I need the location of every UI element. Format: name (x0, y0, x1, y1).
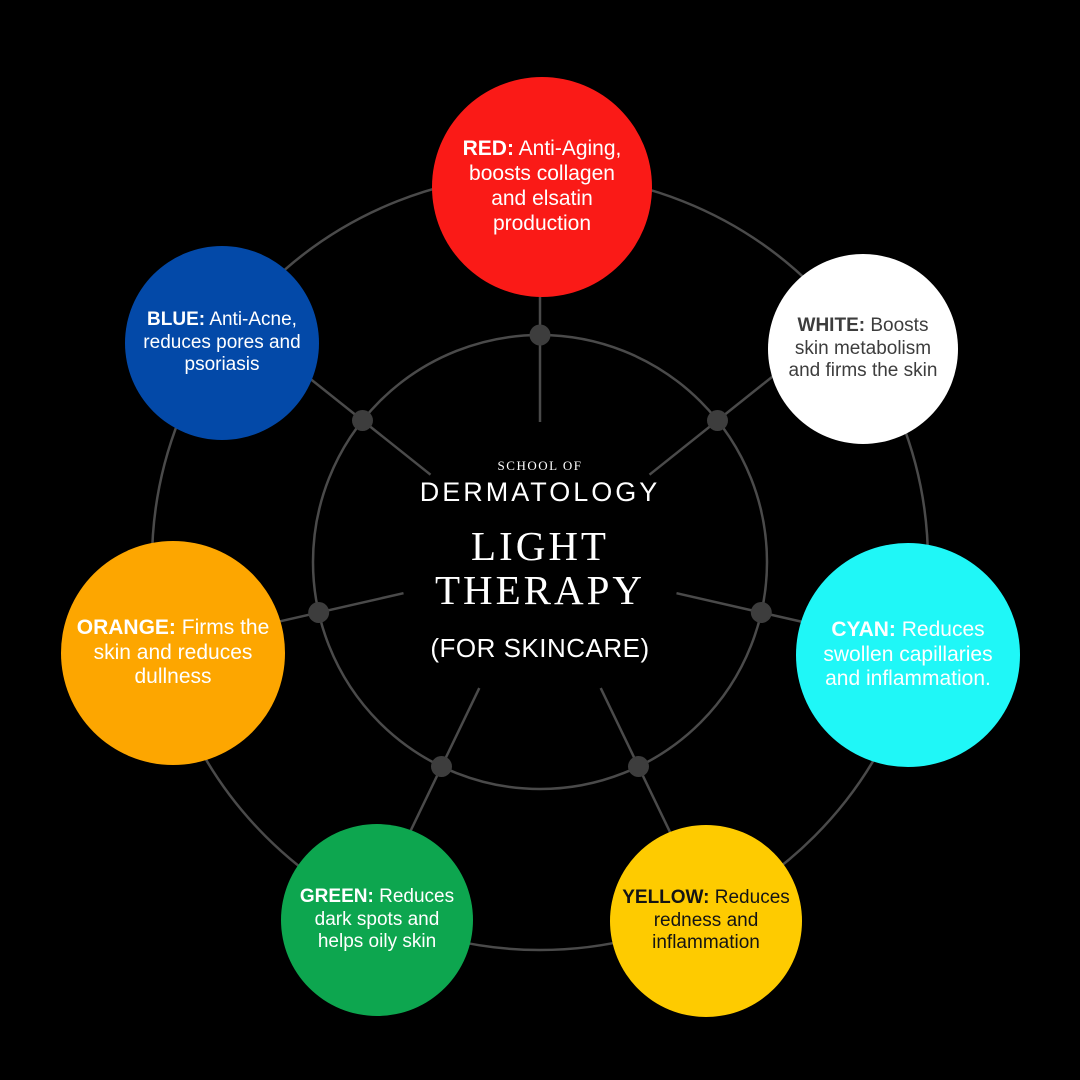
node-dot-white (707, 410, 728, 431)
circle-cyan-description: Reduces swollen capillaries and inflamma… (823, 617, 993, 691)
node-dot-yellow (628, 756, 649, 777)
circle-red-description: Anti-Aging, boosts collagen and elsatin … (469, 137, 622, 235)
circle-white-description: Boosts skin metabolism and firms the ski… (788, 315, 938, 382)
circle-orange-description: Firms the skin and reduces dullness (93, 615, 270, 689)
circle-yellow-description: Reduces redness and inflammation (652, 887, 790, 954)
circle-cyan-text: CYAN: Reduces swollen capillaries and in… (809, 618, 1007, 692)
circle-red-text: RED: Anti-Aging, boosts collagen and els… (453, 137, 631, 236)
diagram-title: LIGHT THERAPY (434, 523, 646, 614)
node-dot-green (431, 756, 452, 777)
brand-name: DERMATOLOGY (419, 477, 661, 507)
circle-orange-text: ORANGE: Firms the skin and reduces dulln… (74, 616, 272, 690)
circle-blue-label: BLUE: (147, 309, 206, 331)
circle-white-text: WHITE: Boosts skin metabolism and firms … (782, 315, 944, 382)
circle-yellow-text: YELLOW: Reduces redness and inflammation (620, 887, 792, 954)
circle-green-label: GREEN: (299, 886, 374, 908)
circle-red-light: RED: Anti-Aging, boosts collagen and els… (432, 77, 652, 297)
circle-yellow-light: YELLOW: Reduces redness and inflammation (610, 825, 802, 1017)
circle-red-label: RED: (462, 137, 514, 161)
circle-orange-light: ORANGE: Firms the skin and reduces dulln… (61, 541, 285, 765)
node-dot-cyan (750, 602, 772, 623)
school-of-kicker: SCHOOL OF (497, 458, 583, 473)
circle-cyan-light: CYAN: Reduces swollen capillaries and in… (796, 543, 1020, 767)
circle-yellow-label: YELLOW: (622, 887, 710, 909)
node-dot-orange (308, 602, 330, 623)
circle-blue-light: BLUE: Anti-Acne, reduces pores and psori… (125, 246, 319, 440)
circle-green-light: GREEN: Reduces dark spots and helps oily… (281, 824, 473, 1016)
node-dot-red (529, 324, 551, 346)
diagram-subtitle: (FOR SKINCARE) (430, 632, 650, 663)
circle-cyan-label: CYAN: (831, 617, 896, 641)
circle-green-description: Reduces dark spots and helps oily skin (314, 886, 455, 953)
circle-blue-description: Anti-Acne, reduces pores and psoriasis (143, 309, 301, 376)
node-dot-blue (352, 410, 373, 431)
circle-white-light: WHITE: Boosts skin metabolism and firms … (768, 254, 958, 444)
center-text: SCHOOL OF DERMATOLOGY LIGHT THERAPY (FOR… (340, 458, 740, 664)
circle-white-label: WHITE: (797, 315, 866, 337)
circle-blue-text: BLUE: Anti-Acne, reduces pores and psori… (136, 309, 308, 376)
circle-orange-label: ORANGE: (76, 615, 176, 639)
circle-green-text: GREEN: Reduces dark spots and helps oily… (293, 886, 461, 953)
